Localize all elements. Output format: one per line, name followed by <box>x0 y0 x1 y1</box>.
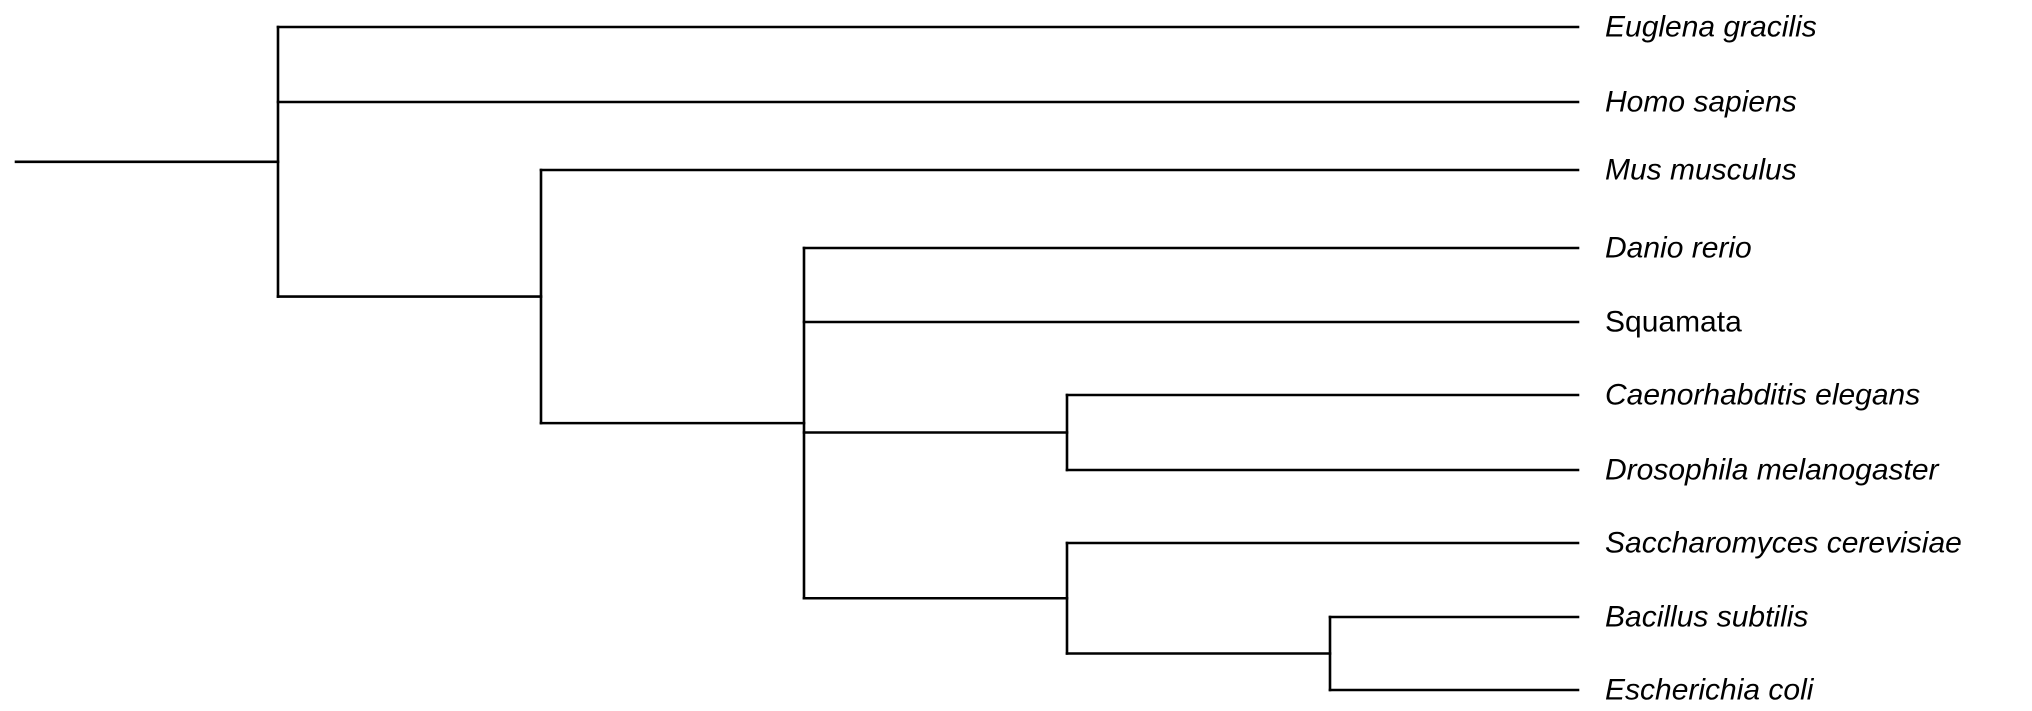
leaf-label-caeno: Caenorhabditis elegans <box>1605 379 1920 412</box>
leaf-label-danio: Danio rerio <box>1605 232 1752 265</box>
tree-branches <box>14 25 1580 692</box>
leaf-label-droso: Drosophila melanogaster <box>1605 454 1940 487</box>
leaf-label-bacillus: Bacillus subtilis <box>1605 601 1808 634</box>
leaf-label-sacch: Saccharomyces cerevisiae <box>1605 527 1962 560</box>
leaf-label-mus: Mus musculus <box>1605 154 1797 187</box>
leaf-label-homo: Homo sapiens <box>1605 86 1797 119</box>
leaf-label-ecoli: Escherichia coli <box>1605 674 1815 707</box>
leaf-label-euglena: Euglena gracilis <box>1605 11 1817 44</box>
leaf-label-squamata: Squamata <box>1605 306 1742 339</box>
